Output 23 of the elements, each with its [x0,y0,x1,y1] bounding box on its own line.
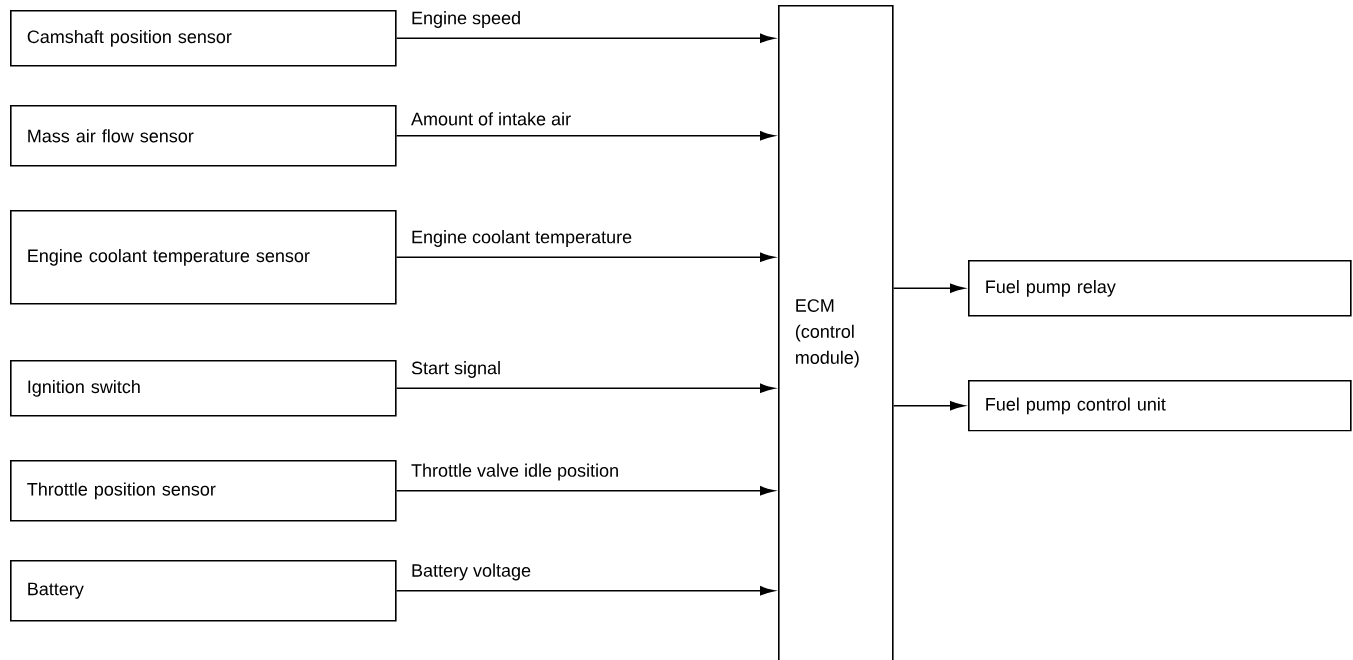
arrow [395,131,775,141]
arrow [395,586,775,596]
arrow [892,283,965,293]
label-box: Throttle position sensor [10,460,397,522]
arrow [395,33,775,43]
label-box: Battery [10,560,397,622]
arrow [395,252,775,262]
edge-label: Engine speed [409,9,524,30]
arrow [395,486,775,496]
edge-label: Engine coolant temperature [409,228,635,249]
edge-label: Throttle valve idle position [409,461,622,483]
edge-label: Battery voltage [409,561,534,583]
arrow [892,401,965,411]
edge-label: Start signal [409,359,504,380]
label-box: Fuel pump relay [968,260,1352,317]
label-box: Engine coolant temperature sensor [10,210,397,305]
arrow [395,383,775,393]
module-box: ECM (control module) [778,5,894,660]
label-box: Fuel pump control unit [968,380,1352,432]
label-box: Mass air flow sensor [10,105,397,167]
label-box: Camshaft position sensor [10,10,397,67]
edge-label: Amount of intake air [409,110,574,128]
label-box: Ignition switch [10,360,397,417]
